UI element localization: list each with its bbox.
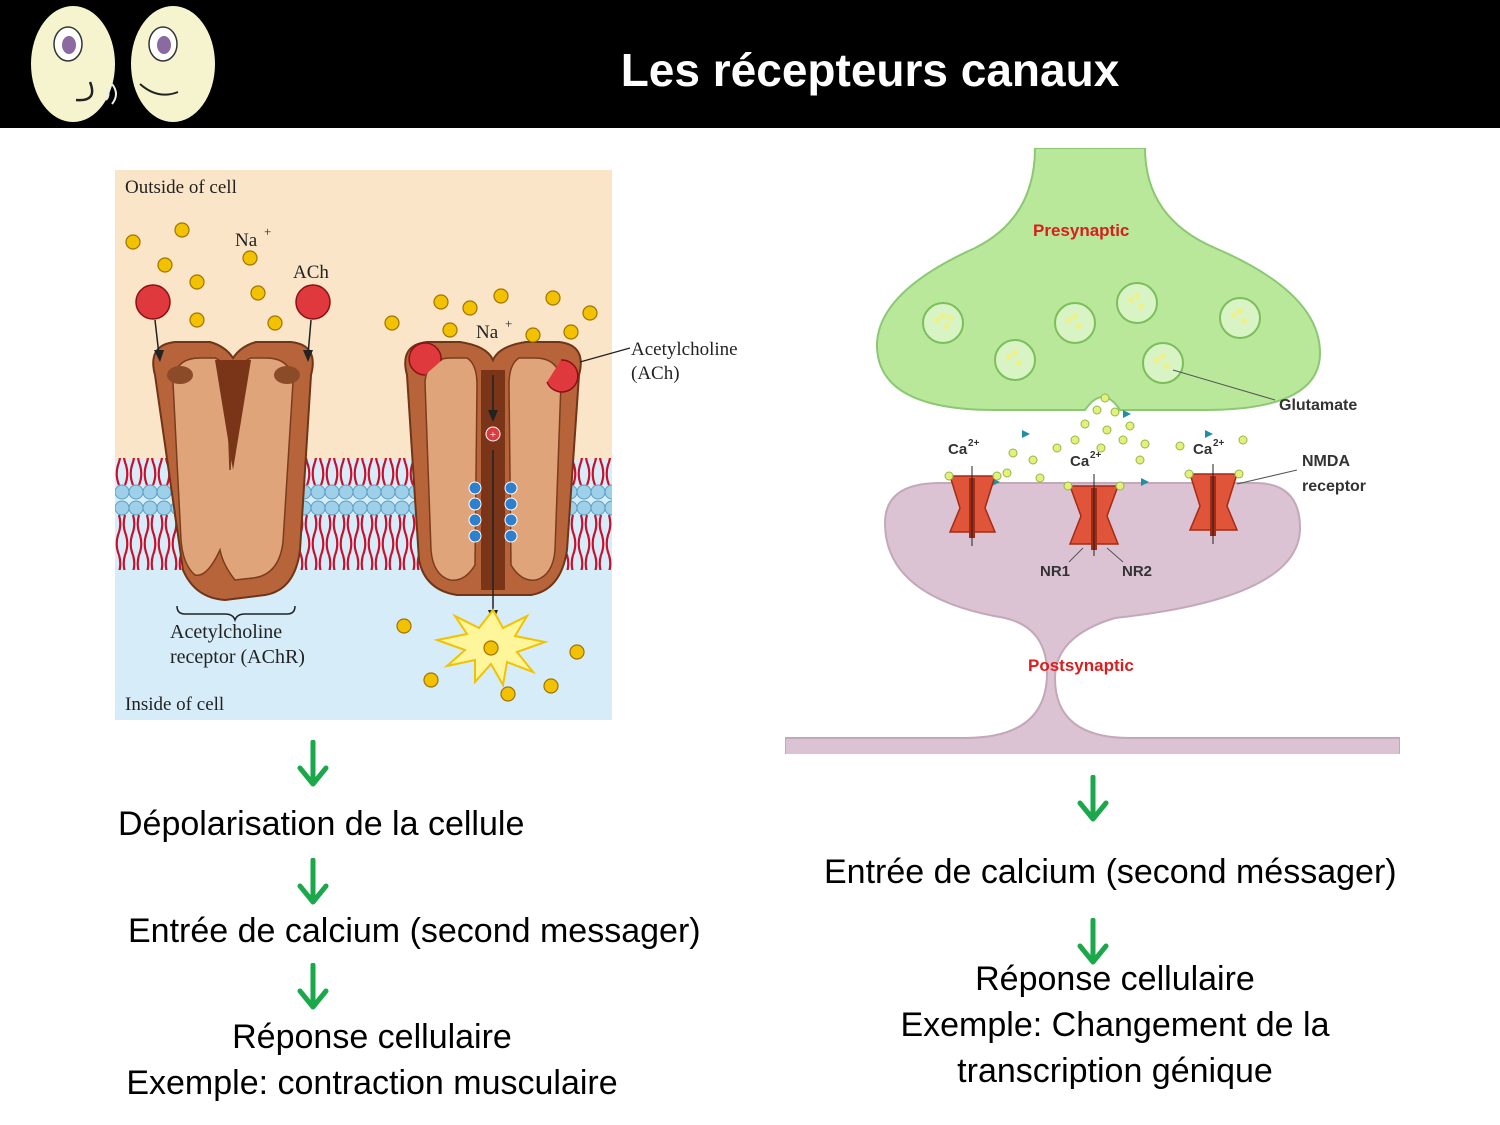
ca-superscript-center: 2+ <box>1090 450 1102 461</box>
achr-diagram: + Outside of cell Inside of cell Na + AC… <box>115 170 738 720</box>
nmda-label-line2: receptor <box>1302 478 1366 495</box>
ca-superscript-left: 2+ <box>968 438 980 449</box>
glutamate-label: Glutamate <box>1279 397 1357 414</box>
vesicles <box>922 282 1261 384</box>
nr2-label: NR2 <box>1122 563 1152 580</box>
ach-callout-line2: (ACh) <box>631 363 680 384</box>
ca-label-center: Ca <box>1070 453 1090 470</box>
nmda-synapse-diagram: Presynaptic Postsynaptic Glutamate NMDA … <box>785 148 1400 754</box>
ca-label-right: Ca <box>1193 441 1213 458</box>
header-bar <box>0 0 1500 128</box>
na-superscript-2: + <box>505 316 512 331</box>
page-title: Les récepteurs canaux <box>620 44 1120 96</box>
inside-label: Inside of cell <box>125 694 224 715</box>
ca-superscript-right: 2+ <box>1213 438 1225 449</box>
outside-label: Outside of cell <box>125 177 237 198</box>
right-response-line2: Exemple: Changement de la <box>900 1006 1330 1044</box>
right-step-response: Réponse cellulaire Exemple: Changement d… <box>815 956 1415 1094</box>
nmda-receptor-right <box>1184 464 1244 544</box>
left-response-line1: Réponse cellulaire <box>232 1018 512 1056</box>
left-response-line2: Exemple: contraction musculaire <box>126 1064 618 1102</box>
na-superscript-1: + <box>264 224 271 239</box>
right-step-calcium: Entrée de calcium (second méssager) <box>824 853 1397 891</box>
glutamate-release <box>1002 393 1248 483</box>
left-step-calcium: Entrée de calcium (second messager) <box>128 912 701 950</box>
na-ions <box>125 222 598 702</box>
nmda-receptor-center <box>1063 474 1125 556</box>
ca-label-left: Ca <box>948 441 968 458</box>
talking-faces-logo-icon <box>31 6 215 122</box>
right-response-line1: Réponse cellulaire <box>975 960 1255 998</box>
ach-callout-line1: Acetylcholine <box>631 339 738 360</box>
down-arrow-icon <box>297 740 329 787</box>
svg-text:+: + <box>490 429 496 441</box>
na-label-2: Na <box>476 322 499 343</box>
nr1-label: NR1 <box>1040 563 1070 580</box>
negative-charges <box>468 481 518 543</box>
nmda-receptor-left <box>944 466 1002 546</box>
down-arrow-icon <box>1077 775 1109 822</box>
ca-ions <box>992 410 1213 486</box>
closed-receptor <box>152 341 314 602</box>
right-response-line3: transcription génique <box>957 1052 1273 1090</box>
postsynaptic-terminal <box>785 482 1400 754</box>
presynaptic-label: Presynaptic <box>1033 221 1129 240</box>
postsynaptic-label: Postsynaptic <box>1028 656 1134 675</box>
receptor-label-line1: Acetylcholine <box>170 621 282 643</box>
open-receptor <box>404 341 582 596</box>
receptor-label-line2: receptor (AChR) <box>170 646 305 668</box>
ach-molecules <box>135 284 579 393</box>
na-label-1: Na <box>235 230 258 251</box>
left-step-response: Réponse cellulaire Exemple: contraction … <box>72 1014 672 1106</box>
down-arrow-icon <box>297 963 329 1010</box>
down-arrow-icon <box>1077 918 1109 965</box>
nmda-label-line1: NMDA <box>1302 453 1350 470</box>
down-arrow-icon <box>297 858 329 905</box>
left-step-depolarisation: Dépolarisation de la cellule <box>118 805 525 843</box>
ach-label: ACh <box>293 262 329 283</box>
